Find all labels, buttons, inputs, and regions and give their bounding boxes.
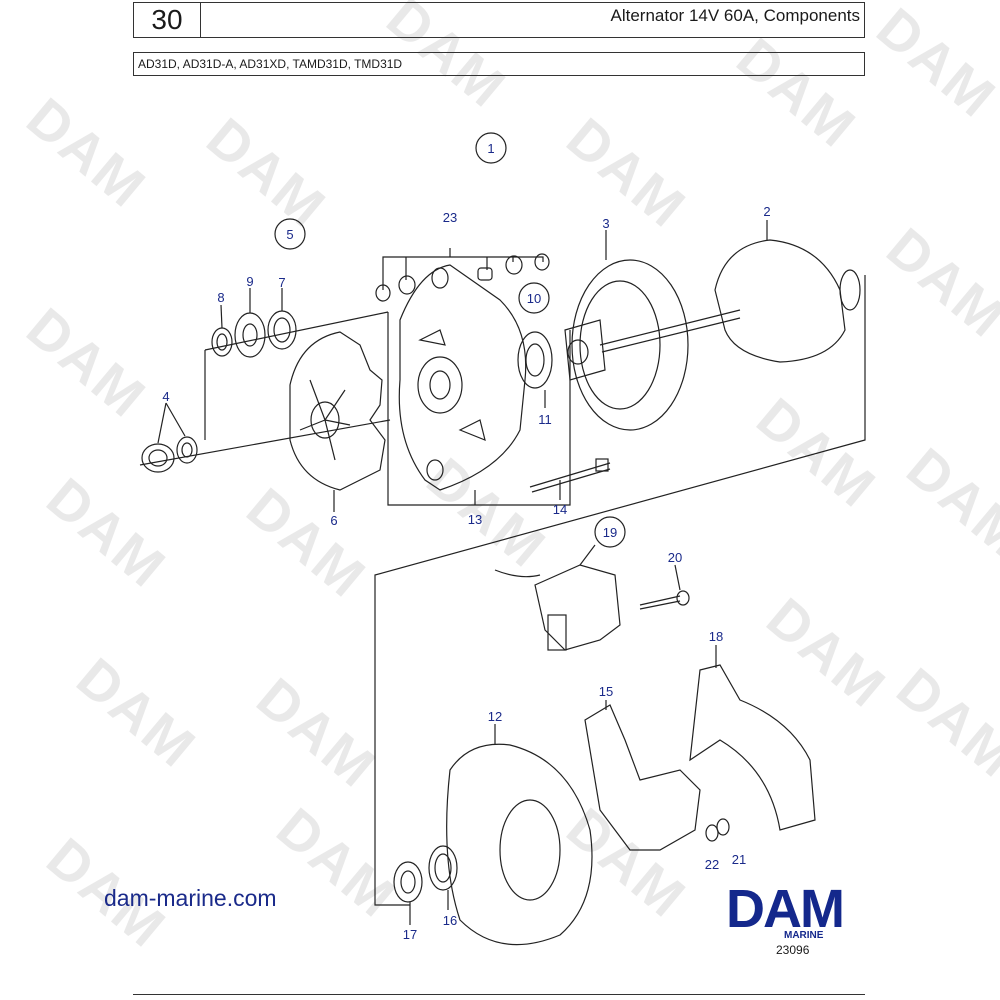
callout-15: 15 <box>599 684 613 699</box>
part-screw-20 <box>639 595 681 606</box>
callout-14: 14 <box>553 502 567 517</box>
callout-10: 10 <box>527 291 541 306</box>
part-fan-6 <box>289 331 386 491</box>
section-number: 30 <box>134 3 201 37</box>
callout-7: 7 <box>278 275 285 290</box>
brand-logo: DAM <box>726 879 845 939</box>
brand-logo-subtitle: MARINE <box>784 930 824 941</box>
part-stator-3 <box>571 259 689 431</box>
callout-3: 3 <box>602 216 609 231</box>
part-cover-18 <box>689 664 816 831</box>
website-link[interactable]: dam-marine.com <box>104 885 277 911</box>
part-bolt-14 <box>529 462 611 488</box>
part-washer-4 <box>176 436 198 464</box>
part-ring-7 <box>267 310 297 350</box>
callout-12: 12 <box>488 709 502 724</box>
callout-23: 23 <box>443 210 457 225</box>
callout-6: 6 <box>330 513 337 528</box>
bracket-13 <box>387 312 571 506</box>
callout-5: 5 <box>286 227 293 242</box>
callout-13: 13 <box>468 512 482 527</box>
callout-9: 9 <box>246 274 253 289</box>
callout-16: 16 <box>443 913 457 928</box>
page-title: Alternator 14V 60A, Components <box>610 6 860 25</box>
callout-21: 21 <box>732 852 746 867</box>
callout-circle-19 <box>594 516 626 548</box>
callout-22: 22 <box>705 857 719 872</box>
callout-18: 18 <box>709 629 723 644</box>
callout-circle-10 <box>518 282 550 314</box>
callout-1: 1 <box>487 141 494 156</box>
callout-circle-5 <box>274 218 306 250</box>
callout-2: 2 <box>763 204 770 219</box>
figure-number: 23096 <box>776 943 810 957</box>
bottom-divider <box>133 994 865 995</box>
callout-20: 20 <box>668 550 682 565</box>
callout-circle-1 <box>475 132 507 164</box>
part-rear-housing-12 <box>446 743 593 946</box>
part-ring-16 <box>428 845 458 891</box>
part-washer-22 <box>705 824 719 842</box>
part-bearing-17 <box>393 861 423 903</box>
callout-4: 4 <box>162 389 169 404</box>
models-list: AD31D, AD31D-A, AD31XD, TAMD31D, TMD31D <box>133 52 865 76</box>
part-bushing-23 <box>375 284 391 302</box>
part-washer-8 <box>211 327 233 357</box>
shaft-axis-line <box>139 419 391 466</box>
part-washer-21 <box>716 818 730 836</box>
part-nut-4 <box>141 443 175 473</box>
callout-11: 11 <box>538 412 552 427</box>
part-diode-plate-15 <box>584 704 701 851</box>
part-rotor-2 <box>714 239 846 363</box>
callout-8: 8 <box>217 290 224 305</box>
header-box: 30 Alternator 14V 60A, Components <box>133 2 865 38</box>
assembly-frame-line <box>374 275 866 906</box>
part-bearing-11 <box>517 331 553 389</box>
bracket-23 <box>382 256 544 290</box>
part-front-housing-13 <box>398 264 527 491</box>
part-spacer-9 <box>234 312 266 358</box>
callout-17: 17 <box>403 927 417 942</box>
callout-19: 19 <box>603 525 617 540</box>
